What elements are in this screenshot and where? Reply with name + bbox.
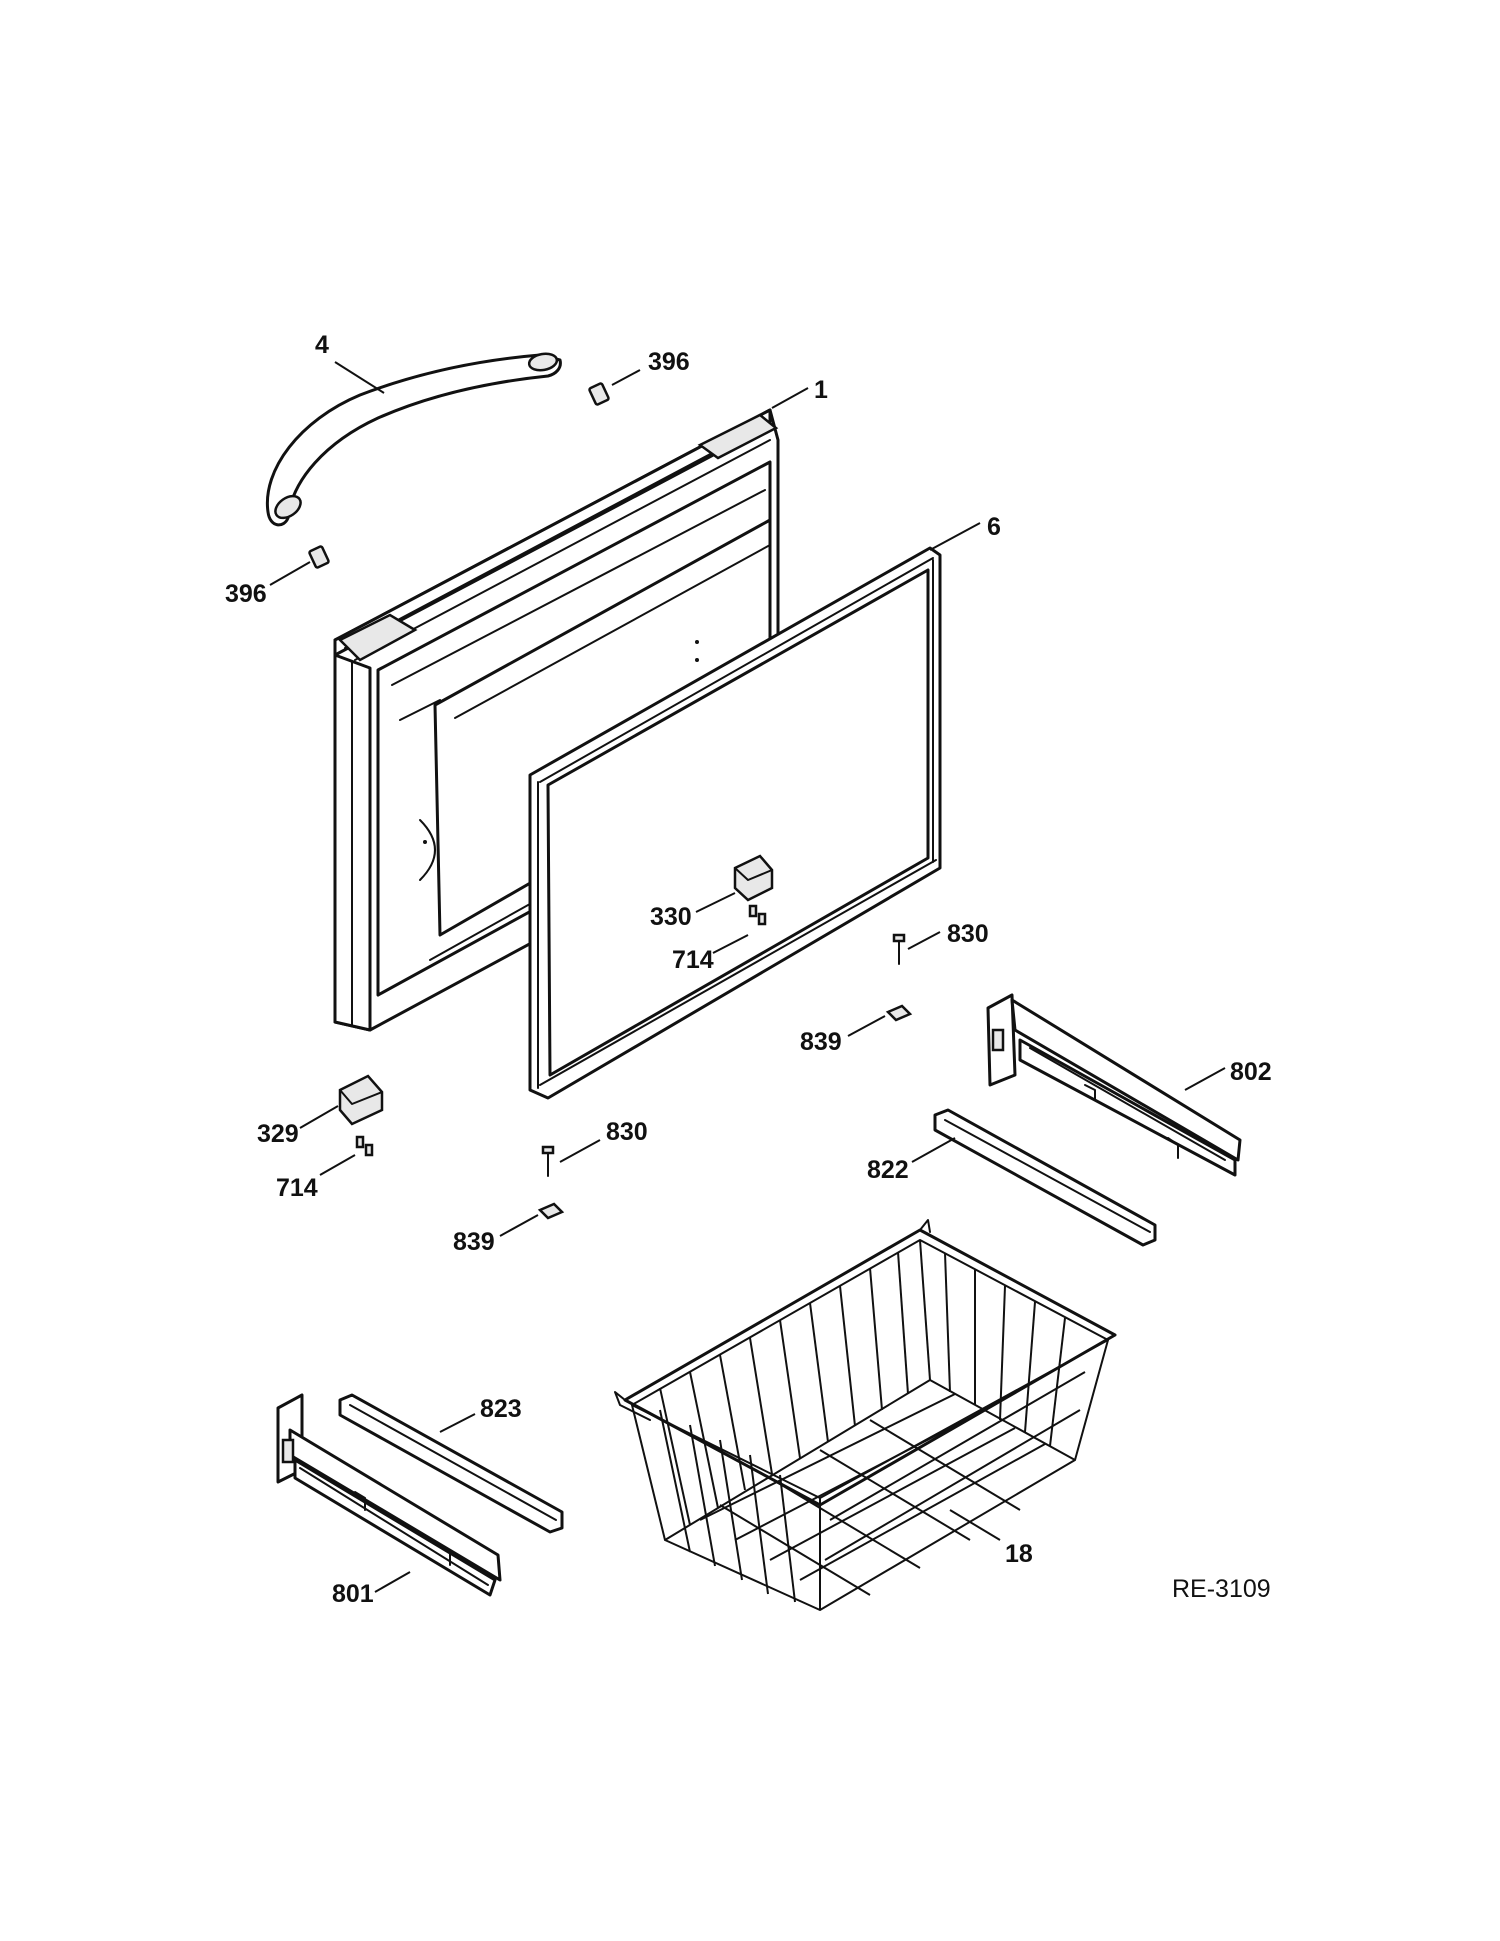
hinge-left [338,1074,384,1126]
nut-839-left [537,1202,565,1220]
slide-right [986,993,1242,1177]
callout-rail-left: 823 [480,1395,522,1423]
handle-screw-left [308,545,330,569]
callout-screw-830-right: 830 [947,920,989,948]
callout-nut-839-right: 839 [800,1028,842,1056]
callout-hinge-left: 329 [257,1120,299,1148]
callout-slide-left: 801 [332,1580,374,1608]
rail-left [338,1393,564,1534]
screw-830-left [541,1145,555,1177]
callout-door: 1 [814,376,828,404]
callout-screw-left: 396 [225,580,267,608]
callout-gasket: 6 [987,513,1001,541]
leader-lines [269,361,1226,1593]
handle-screw-top [588,382,610,406]
callout-screw-830-left: 830 [606,1118,648,1146]
drawing-id: RE-3109 [1172,1575,1271,1603]
callout-rail-right: 822 [867,1156,909,1184]
slide-left [276,1393,502,1597]
wire-basket [614,1219,1117,1611]
screw-830-right [892,933,906,965]
hinge-screws-left [355,1135,374,1157]
door-gasket [528,546,942,1100]
callout-basket: 18 [1005,1540,1033,1568]
callout-hinge-right: 330 [650,903,692,931]
hinge-right [733,854,774,902]
door-handle [265,352,562,527]
hinge-screws-right [748,904,767,926]
callout-hinge-screw-left: 714 [276,1174,318,1202]
callout-nut-839-left: 839 [453,1228,495,1256]
callout-slide-right: 802 [1230,1058,1272,1086]
freezer-door [333,408,780,1032]
nut-839-right [885,1004,913,1022]
callout-handle: 4 [315,331,329,359]
rail-right [933,1108,1157,1247]
callout-hinge-screw-right: 714 [672,946,714,974]
callout-screw-top: 396 [648,348,690,376]
